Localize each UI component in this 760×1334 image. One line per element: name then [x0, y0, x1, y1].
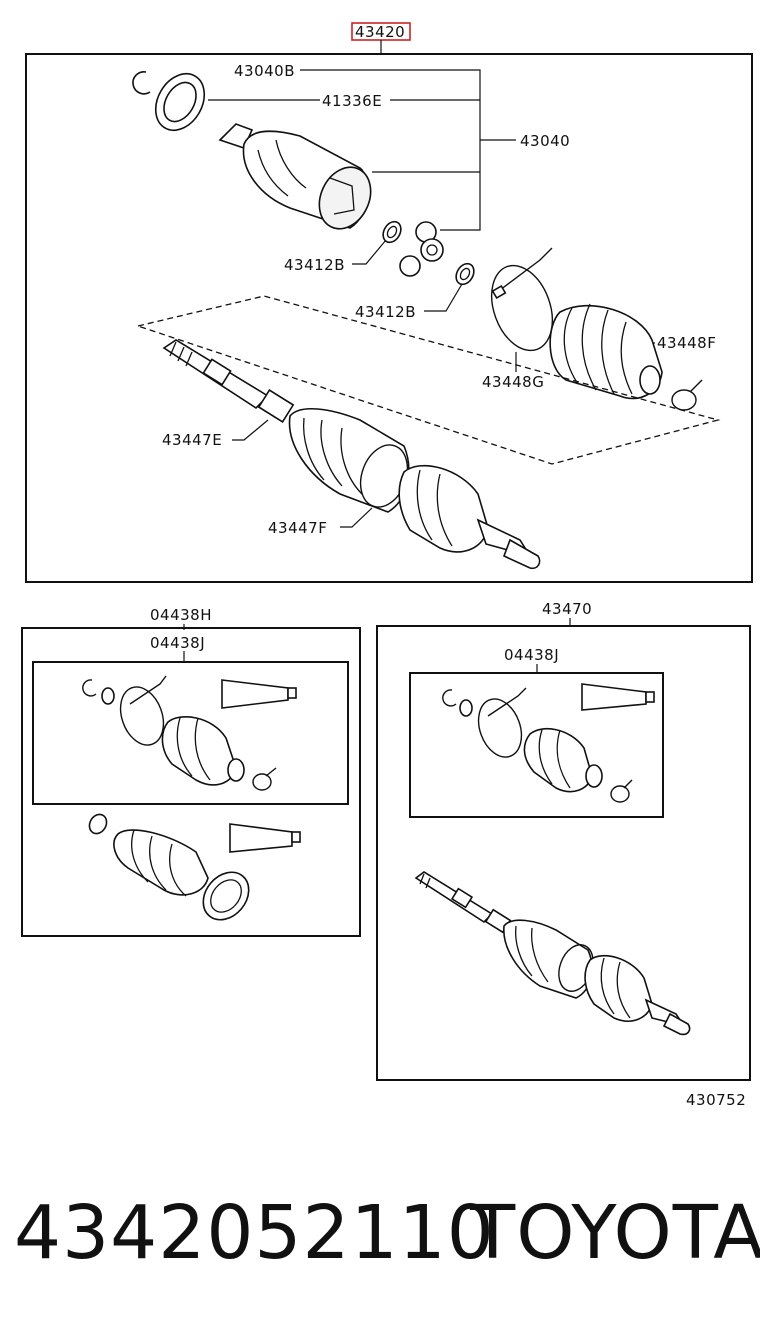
seal-ring-41336E[interactable]: [146, 65, 214, 139]
callout-43412B-upper[interactable]: 43412B: [284, 256, 345, 274]
boot-clamp-43448F[interactable]: [671, 379, 703, 411]
callout-43040[interactable]: 43040: [520, 132, 570, 150]
outboard-joint-43447F[interactable]: [398, 464, 541, 570]
frame-04438J-right: [409, 672, 664, 818]
frame-04438H: [21, 627, 361, 937]
callout-04438J-right[interactable]: 04438J: [504, 646, 559, 664]
callout-43412B-lower[interactable]: 43412B: [355, 303, 416, 321]
illustration-number: 430752: [686, 1091, 746, 1109]
brand-text: TOYOTA: [470, 1190, 760, 1276]
tripod-joint[interactable]: [399, 221, 444, 277]
boot-clamp-43448G[interactable]: [481, 247, 564, 359]
boot-kit-right-inner[interactable]: [442, 683, 655, 803]
callout-43448F[interactable]: 43448F: [657, 334, 716, 352]
drive-shaft[interactable]: [162, 339, 295, 424]
callout-04438H[interactable]: 04438H: [150, 606, 212, 624]
outboard-boot-43447E[interactable]: [288, 407, 416, 514]
callout-04438J-left[interactable]: 04438J: [150, 634, 205, 652]
inboard-joint-housing-43040[interactable]: [218, 123, 380, 237]
main-assembly-frame: [25, 53, 753, 583]
callout-43447F[interactable]: 43447F: [268, 519, 327, 537]
callout-43040B[interactable]: 43040B: [234, 62, 295, 80]
frame-04438J-left: [32, 661, 349, 805]
callout-43470[interactable]: 43470: [542, 600, 592, 618]
boot-kit-left-outer[interactable]: [86, 811, 301, 928]
inboard-boot[interactable]: [549, 303, 663, 400]
frame-43470: [376, 625, 751, 1081]
boot-kit-left-inner[interactable]: [82, 675, 297, 791]
main-part-number-label[interactable]: 43420: [355, 23, 405, 41]
callout-43448G[interactable]: 43448G: [482, 373, 544, 391]
part-number-text: 4342052110: [14, 1190, 495, 1276]
kit-outline-dashed: [135, 295, 721, 465]
snap-ring-43412B-upper[interactable]: [380, 218, 405, 245]
snap-ring-43040B[interactable]: [132, 71, 151, 95]
callout-41336E[interactable]: 41336E: [322, 92, 382, 110]
drive-shaft-assembly-43470[interactable]: [414, 871, 691, 1036]
snap-ring-43412B-lower[interactable]: [453, 260, 478, 287]
callout-43447E[interactable]: 43447E: [162, 431, 222, 449]
caption-bar: 4342052110 TOYOTA: [14, 1188, 760, 1278]
